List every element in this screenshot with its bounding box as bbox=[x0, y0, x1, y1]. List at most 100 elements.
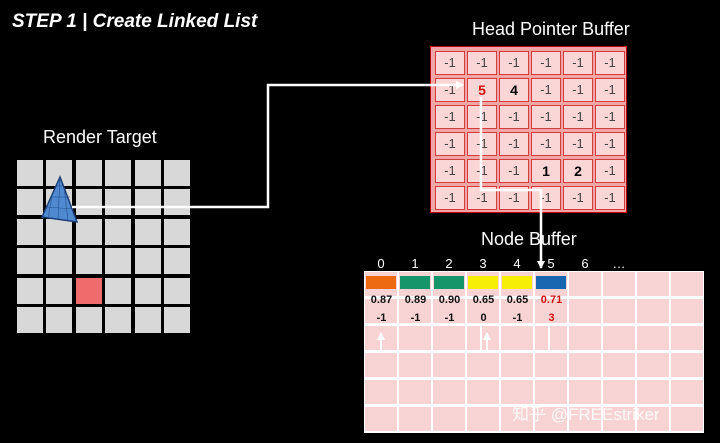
render-target-pixel bbox=[134, 307, 161, 333]
node-fragment-color bbox=[468, 276, 498, 289]
render-target-pixel bbox=[134, 248, 161, 275]
node-index-label: 1 bbox=[411, 256, 419, 271]
render-target-pixel bbox=[46, 307, 73, 333]
head-pointer-cell: -1 bbox=[531, 51, 561, 75]
head-pointer-cell: -1 bbox=[435, 78, 465, 102]
node-depth-value: 0.65 bbox=[472, 294, 495, 306]
head-pointer-cell: -1 bbox=[531, 105, 561, 129]
render-target-pixel bbox=[164, 160, 190, 186]
render-target-pixel bbox=[105, 218, 132, 245]
head-pointer-cell: -1 bbox=[435, 105, 465, 129]
render-target-pixel bbox=[75, 248, 102, 275]
head-pointer-cell: -1 bbox=[595, 186, 625, 210]
render-target-pixel bbox=[164, 248, 190, 275]
node-buffer-slot bbox=[467, 353, 499, 377]
node-buffer-slot bbox=[603, 380, 635, 404]
node-next-pointer: -1 bbox=[512, 312, 523, 324]
node-next-pointer: -1 bbox=[376, 312, 387, 324]
node-buffer-slot bbox=[569, 326, 601, 350]
node-buffer-slot bbox=[671, 299, 703, 323]
node-fragment-color bbox=[502, 276, 532, 289]
node-fragment-color bbox=[536, 276, 566, 289]
triangle-mesh-lines bbox=[46, 176, 74, 222]
render-target-pixel bbox=[134, 189, 161, 216]
node-buffer-slot bbox=[535, 326, 567, 350]
node-buffer-slot bbox=[399, 380, 431, 404]
head-pointer-cell: 2 bbox=[563, 159, 593, 183]
head-pointer-cell: -1 bbox=[595, 159, 625, 183]
node-buffer-slot bbox=[501, 353, 533, 377]
node-buffer-slot bbox=[637, 407, 669, 431]
node-buffer-slot bbox=[433, 407, 465, 431]
node-depth-value: 0.65 bbox=[506, 294, 529, 306]
node-buffer-slot bbox=[501, 380, 533, 404]
node-buffer-slot bbox=[535, 380, 567, 404]
watermark: 知乎 @FREEstriker bbox=[512, 405, 660, 424]
head-pointer-cell: -1 bbox=[563, 105, 593, 129]
node-index-label: 2 bbox=[445, 256, 453, 271]
node-fragment-color bbox=[434, 276, 464, 289]
head-pointer-cell: -1 bbox=[563, 132, 593, 156]
node-buffer-slot bbox=[603, 272, 635, 296]
render-target-pixel bbox=[17, 307, 43, 333]
node-depth-value: 0.71 bbox=[540, 294, 563, 306]
render-target-pixel bbox=[105, 248, 132, 275]
node-next-pointer: 3 bbox=[548, 312, 555, 324]
arrow-headpointer-to-node bbox=[479, 97, 545, 269]
node-buffer-slot bbox=[501, 299, 533, 323]
node-buffer-slot bbox=[569, 353, 601, 377]
node-buffer-slot bbox=[671, 326, 703, 350]
node-next-pointer: -1 bbox=[410, 312, 421, 324]
node-buffer-slot bbox=[535, 407, 567, 431]
node-index-label: 0 bbox=[377, 256, 385, 271]
render-target-pixel bbox=[75, 160, 102, 186]
head-pointer-cell: 5 bbox=[467, 78, 497, 102]
node-buffer-slot bbox=[365, 407, 397, 431]
render-target-pixel bbox=[134, 160, 161, 186]
head-pointer-cell: -1 bbox=[435, 51, 465, 75]
slide-title: STEP 1 | Create Linked List bbox=[12, 11, 258, 32]
arrow-render-to-headpointer bbox=[72, 81, 464, 209]
node-buffer-slot bbox=[603, 353, 635, 377]
node-index-label: 3 bbox=[479, 256, 487, 271]
node-buffer-slot bbox=[637, 299, 669, 323]
render-target-pixel bbox=[75, 218, 102, 245]
render-target-pixel bbox=[105, 307, 132, 333]
node-buffer-slot bbox=[433, 299, 465, 323]
node-buffer-slot bbox=[637, 272, 669, 296]
head-pointer-cell: -1 bbox=[531, 78, 561, 102]
render-target-pixel bbox=[105, 160, 132, 186]
render-target-pixel bbox=[17, 277, 43, 304]
render-target-pixel bbox=[134, 218, 161, 245]
node-buffer-slot bbox=[467, 299, 499, 323]
head-pointer-buffer-label: Head Pointer Buffer bbox=[472, 19, 630, 39]
head-pointer-cell: 1 bbox=[531, 159, 561, 183]
render-target-pixel bbox=[17, 160, 43, 186]
node-index-label: 4 bbox=[513, 256, 521, 271]
node-buffer-slot bbox=[603, 299, 635, 323]
node-buffer-slot bbox=[671, 407, 703, 431]
render-target-pixel bbox=[164, 277, 190, 304]
head-pointer-cell: -1 bbox=[595, 78, 625, 102]
head-pointer-cell: -1 bbox=[435, 132, 465, 156]
node-buffer-slot bbox=[433, 353, 465, 377]
node-buffer-slot bbox=[603, 407, 635, 431]
node-buffer-slot bbox=[399, 299, 431, 323]
head-pointer-cell: -1 bbox=[531, 186, 561, 210]
render-target-pixel bbox=[75, 277, 102, 304]
node-depth-value: 0.89 bbox=[404, 294, 427, 306]
arrow-node3-to-node0 bbox=[377, 325, 482, 352]
node-buffer-slot bbox=[467, 380, 499, 404]
node-buffer-slot bbox=[399, 326, 431, 350]
node-buffer-slot bbox=[365, 353, 397, 377]
head-pointer-cell: -1 bbox=[499, 105, 529, 129]
node-index-label: 5 bbox=[547, 256, 555, 271]
node-depth-value: 0.90 bbox=[438, 294, 461, 306]
node-buffer-slot bbox=[637, 353, 669, 377]
node-next-pointer: -1 bbox=[444, 312, 455, 324]
render-target-pixel bbox=[46, 277, 73, 304]
head-pointer-cell: -1 bbox=[563, 78, 593, 102]
render-target-pixel bbox=[75, 189, 102, 216]
node-buffer-slot bbox=[501, 407, 533, 431]
